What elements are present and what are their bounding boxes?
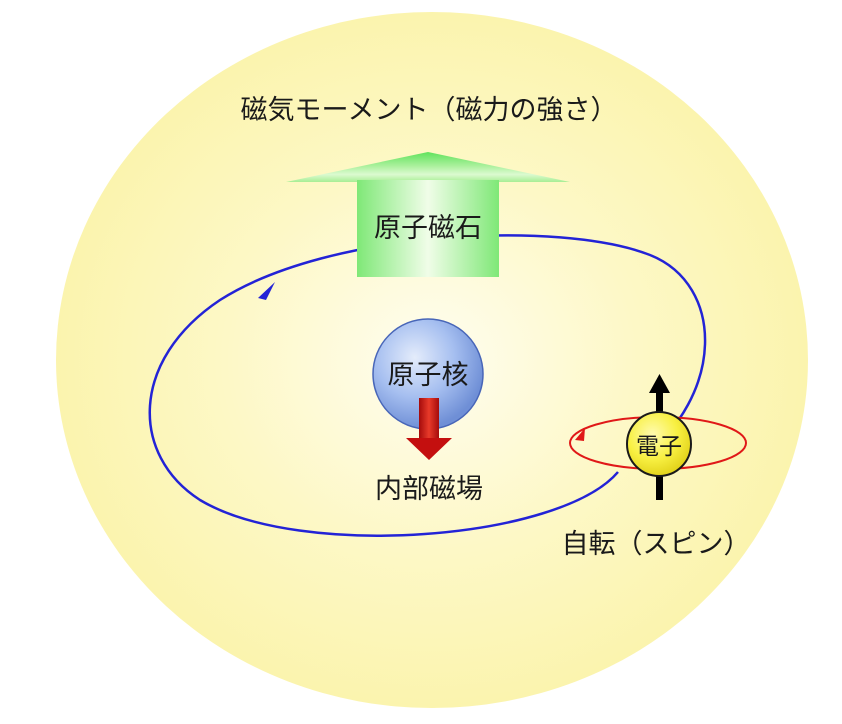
orbit-direction-arrowhead — [258, 282, 275, 300]
diagram-title: 磁気モーメント（磁力の強さ） — [241, 95, 618, 126]
spin-label: 自転（スピン） — [562, 529, 751, 560]
electron-orbit — [148, 234, 707, 537]
internal-field-arrow — [406, 398, 452, 460]
electron — [626, 411, 692, 477]
atomic-magnet-arrow — [286, 152, 570, 277]
spin-direction-arrowhead — [575, 428, 585, 441]
atomic-magnet-label: 原子磁石 — [374, 213, 482, 244]
nucleus-label: 原子核 — [388, 360, 469, 391]
internal-field-label: 内部磁場 — [375, 474, 483, 505]
electron-label: 電子 — [636, 434, 682, 460]
